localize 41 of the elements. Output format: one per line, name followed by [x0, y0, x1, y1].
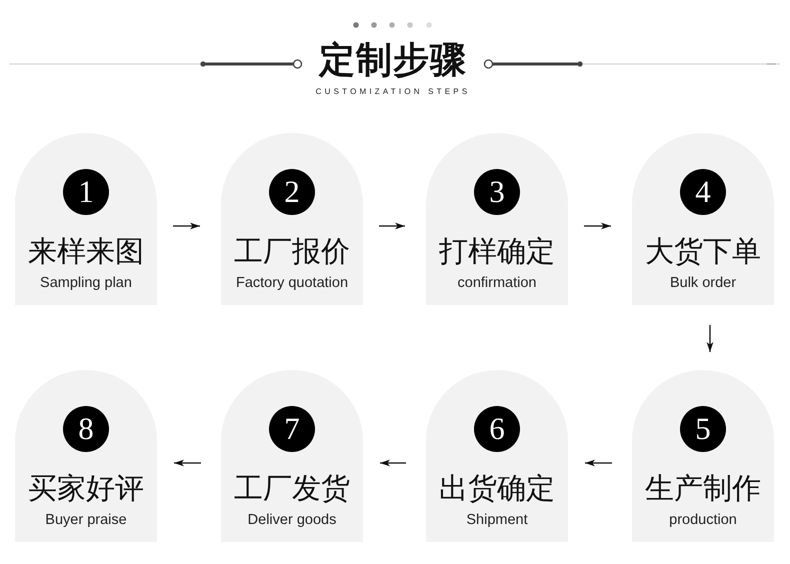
- arrow: [706, 325, 714, 352]
- number-badge: 6: [474, 406, 520, 452]
- step-title: 工厂报价: [234, 235, 350, 270]
- step-title: 工厂发货: [234, 472, 350, 507]
- step-card: [15, 370, 157, 542]
- step-title: 打样确定: [439, 235, 555, 270]
- step-title: 出货确定: [439, 472, 555, 507]
- number-badge: 7: [269, 406, 315, 452]
- step-card: [221, 133, 363, 305]
- number-badge: 1: [63, 169, 109, 215]
- arrow: [584, 222, 611, 230]
- step-caption: Sampling plan: [40, 274, 132, 292]
- step-caption: production: [669, 511, 737, 529]
- step-card: [221, 370, 363, 542]
- step-caption: Buyer praise: [45, 511, 127, 529]
- arrow: [379, 222, 405, 230]
- step-caption: Deliver goods: [248, 511, 336, 529]
- number-badge: 3: [474, 169, 520, 215]
- step-caption: Factory quotation: [236, 274, 348, 292]
- arrow: [585, 460, 612, 466]
- subtitle: CUSTOMIZATION STEPS: [316, 87, 470, 97]
- arrow: [174, 460, 201, 466]
- number-badge: 2: [269, 169, 315, 215]
- step-card: [632, 133, 774, 305]
- number-badge: 4: [680, 169, 726, 215]
- arrow: [173, 222, 200, 230]
- step-card: [426, 133, 568, 305]
- step-title: 大货下单: [645, 235, 761, 270]
- step-card: [632, 370, 774, 542]
- step-title: 来样来图: [28, 235, 144, 270]
- step-caption: Shipment: [466, 511, 528, 529]
- title: 定制步骤: [319, 39, 467, 82]
- step-title: 买家好评: [28, 472, 144, 507]
- step-card: [426, 370, 568, 542]
- arrow: [380, 460, 406, 466]
- number-badge: 8: [63, 406, 109, 452]
- step-card: [15, 133, 157, 305]
- number-badge: 5: [680, 406, 726, 452]
- step-title: 生产制作: [645, 472, 761, 507]
- step-caption: Bulk order: [670, 274, 736, 292]
- step-caption: confirmation: [458, 274, 536, 292]
